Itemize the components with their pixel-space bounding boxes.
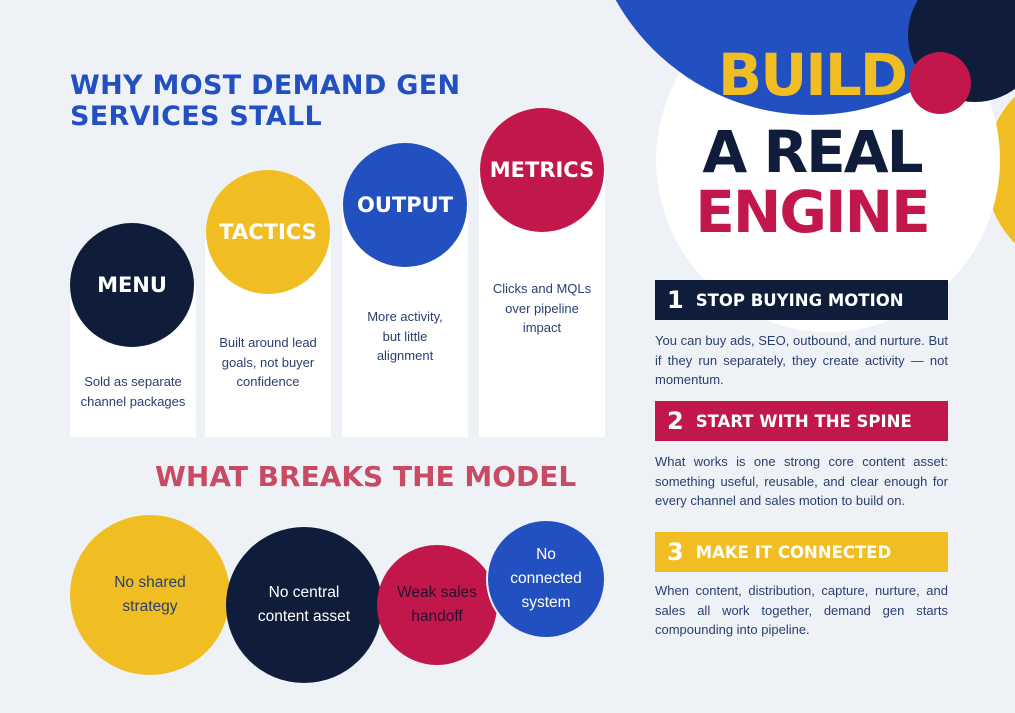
step-3-title: MAKE IT CONNECTED: [695, 542, 892, 562]
hero-build: BUILD: [718, 41, 908, 109]
stall-title-line1: WHY MOST DEMAND GEN: [70, 70, 461, 101]
step-2-text: What works is one strong core content as…: [655, 454, 948, 508]
stall-title: WHY MOST DEMAND GEN SERVICES STALL: [70, 70, 460, 132]
tactics-text: Built around lead goals, not buyer confi…: [219, 335, 317, 389]
break-weak-sales-handoff: Weak sales handoff: [377, 545, 497, 665]
step-3-header: 3 MAKE IT CONNECTED: [655, 532, 948, 572]
step-1-header: 1 STOP BUYING MOTION: [655, 280, 948, 320]
break-no-connected-system: No connected system: [486, 519, 606, 639]
output-circle: OUTPUT: [343, 143, 467, 267]
step-2-header: 2 START WITH THE SPINE: [655, 401, 948, 441]
step-1-text: You can buy ads, SEO, outbound, and nurt…: [655, 333, 948, 387]
output-text: More activity, but little alignment: [367, 309, 443, 363]
metrics-circle: METRICS: [480, 108, 604, 232]
step-2-title: START WITH THE SPINE: [695, 411, 912, 431]
break-no-central-content-asset: No central content asset: [226, 527, 382, 683]
step-1-title: STOP BUYING MOTION: [695, 290, 904, 310]
step-3-text: When content, distribution, capture, nur…: [655, 583, 948, 637]
metrics-text: Clicks and MQLs over pipeline impact: [492, 281, 592, 335]
menu-circle: MENU: [70, 223, 194, 347]
breaks-title: WHAT BREAKS THE MODEL: [155, 460, 577, 493]
stall-title-line2: SERVICES STALL: [70, 101, 322, 132]
hero-engine: ENGINE: [695, 178, 931, 246]
red-decor-circle: [909, 52, 971, 114]
step-3-number: 3: [667, 538, 684, 566]
step-1-number: 1: [667, 286, 684, 314]
step-2-number: 2: [667, 407, 684, 435]
hero-a-real: A REAL: [702, 118, 923, 186]
break-no-shared-strategy: No shared strategy: [70, 515, 230, 675]
tactics-circle: TACTICS: [206, 170, 330, 294]
menu-text: Sold as separate channel packages: [80, 374, 186, 409]
